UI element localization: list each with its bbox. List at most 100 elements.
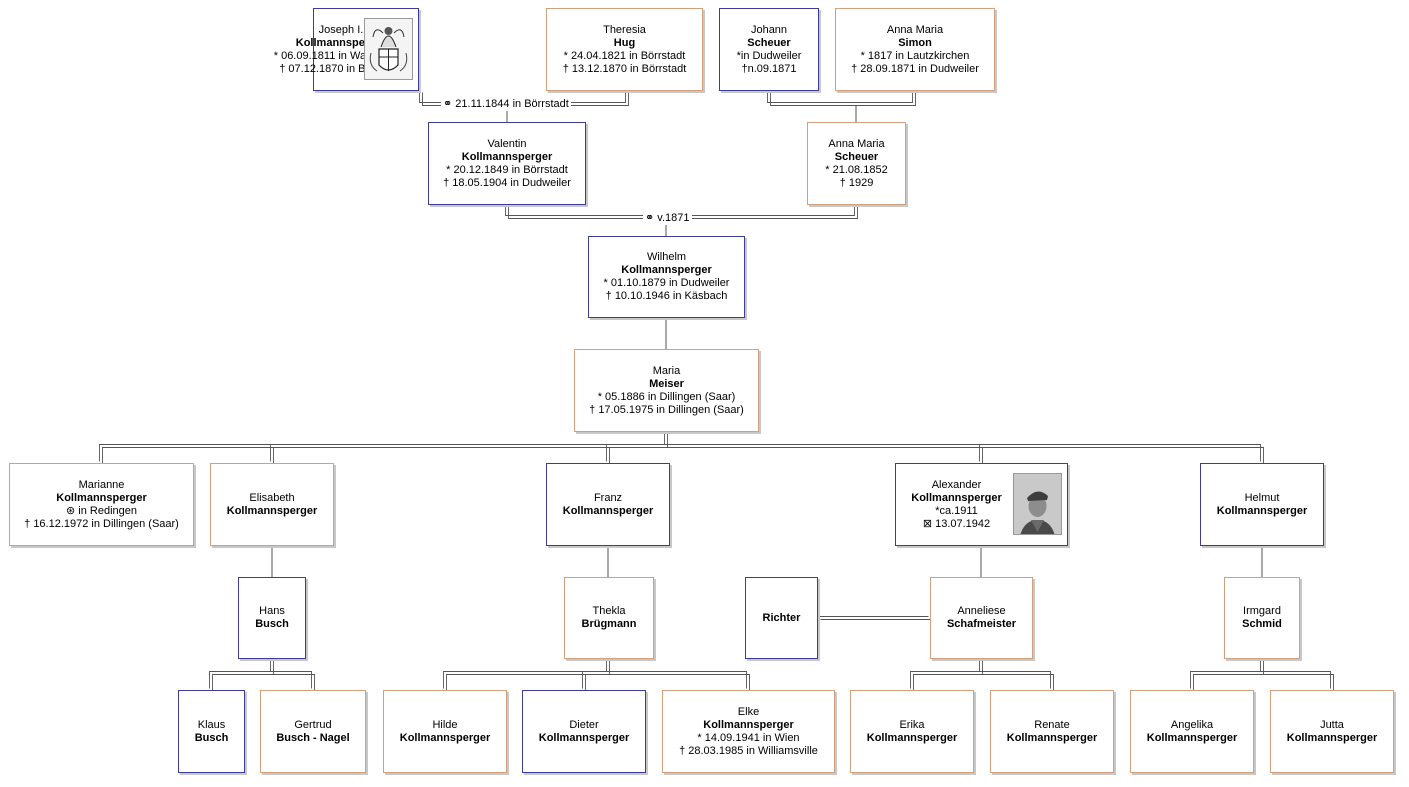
- first-name: Irmgard: [1243, 605, 1281, 617]
- portrait-photo: [1013, 473, 1062, 535]
- last-name: Kollmannsperger: [911, 491, 1002, 504]
- first-name: Dieter: [569, 718, 599, 731]
- children-bus: [1193, 660, 1334, 692]
- life-event: * 14.09.1941 in Wien: [697, 731, 800, 744]
- children-bus: [446, 660, 750, 692]
- children-bus: [102, 433, 1264, 465]
- last-name: Kollmannsperger: [562, 504, 654, 517]
- life-event: † 17.05.1975 in Dillingen (Saar): [589, 403, 744, 416]
- marriage-date: v.1871: [657, 212, 690, 224]
- life-event: †n.09.1871: [741, 62, 797, 75]
- last-name: Scheuer: [747, 36, 791, 49]
- first-name: Jutta: [1320, 718, 1344, 731]
- person-card-richter[interactable]: Richter: [745, 577, 818, 659]
- life-event: † 13.12.1870 in Börrstadt: [562, 62, 687, 75]
- first-name: Renate: [1034, 718, 1070, 731]
- life-event: † 28.09.1871 in Dudweiler: [851, 62, 979, 75]
- last-name: Kollmannsperger: [621, 264, 712, 276]
- life-event: ⊛ in Redingen: [66, 504, 137, 517]
- first-name: Klaus: [197, 718, 226, 731]
- last-name: Kollmannsperger: [1216, 504, 1308, 517]
- last-name: Busch: [255, 618, 289, 630]
- first-name: Angelika: [1170, 718, 1214, 731]
- couple-line: [767, 89, 913, 103]
- children-bus: [1190, 657, 1331, 689]
- life-event: * 24.04.1821 in Börrstadt: [563, 49, 686, 62]
- first-name: Hans: [259, 605, 285, 617]
- marriage-symbol-icon: ⚭: [443, 98, 453, 110]
- marriage-date: 21.11.1844 in Börrstadt: [455, 98, 569, 110]
- life-event: *in Dudweiler: [736, 49, 802, 62]
- last-name: Kollmannsperger: [295, 36, 387, 49]
- last-name: Kollmannsperger: [461, 150, 553, 163]
- last-name: Schmid: [1242, 618, 1282, 630]
- first-name: Anneliese: [957, 605, 1006, 617]
- life-event: * 21.08.1852: [825, 163, 888, 176]
- couple-line: [770, 92, 916, 106]
- last-name: Kollmannsperger: [56, 491, 147, 504]
- first-name: Franz: [593, 491, 623, 504]
- marriage-label-valentin-annamaria: ⚭ v.1871: [643, 212, 692, 225]
- life-event: † 16.12.1972 in Dillingen (Saar): [24, 517, 179, 530]
- life-event: *ca.1911: [935, 504, 978, 517]
- person-card-joseph[interactable]: Joseph I.Kollmannsperger* 06.09.1811 in …: [274, 8, 419, 91]
- first-name: Wilhelm: [646, 251, 687, 263]
- last-name: Scheuer: [834, 150, 879, 163]
- last-name: Kollmannsperger: [399, 731, 491, 744]
- first-name: Elisabeth: [249, 491, 295, 504]
- marriage-symbol-icon: ⚭: [645, 212, 655, 224]
- last-name: Kollmannsperger: [226, 504, 318, 517]
- last-name: Kollmannsperger: [1146, 731, 1238, 744]
- children-bus: [913, 660, 1054, 692]
- life-event: * 01.10.1879 in Dudweiler: [603, 277, 730, 289]
- life-event: * 20.12.1849 in Börrstadt: [446, 163, 568, 176]
- first-name: Alexander: [931, 478, 982, 491]
- life-event: † 10.10.1946 in Käsbach: [605, 290, 728, 302]
- life-event: * 05.1886 in Dillingen (Saar): [597, 390, 736, 403]
- first-name: Thekla: [592, 605, 626, 617]
- coat-of-arms-icon: [364, 18, 413, 80]
- life-event: † 18.05.1904 in Dudweiler: [443, 176, 571, 189]
- first-name: Marianne: [78, 478, 125, 491]
- last-name: Kollmannsperger: [538, 731, 630, 744]
- last-name: Hug: [613, 36, 636, 49]
- first-name: Erika: [899, 718, 925, 731]
- children-bus: [209, 657, 312, 689]
- last-name: Brügmann: [581, 618, 637, 630]
- last-name: Simon: [898, 36, 932, 49]
- life-event: * 1817 in Lautzkirchen: [860, 49, 970, 62]
- first-name: Helmut: [1244, 491, 1280, 504]
- first-name: Anna Maria: [828, 137, 885, 150]
- children-bus: [212, 660, 315, 692]
- last-name: Kollmannsperger: [703, 718, 794, 731]
- life-event: ⊠ 13.07.1942: [922, 517, 991, 530]
- last-name: Richter: [762, 611, 801, 624]
- last-name: Busch - Nagel: [276, 731, 350, 744]
